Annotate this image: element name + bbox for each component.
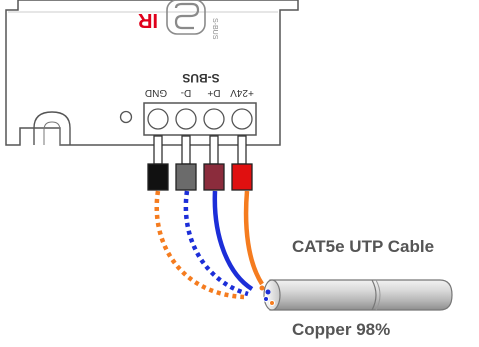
terminal-labels: GND D- D+ +24V — [145, 87, 254, 98]
connector-pin-24v — [237, 135, 247, 165]
connector-sleeve-d-plus — [203, 163, 225, 191]
wire-d-plus-blue — [212, 190, 254, 291]
terminal-screw-d-minus-icon — [175, 108, 197, 130]
wires — [154, 190, 264, 300]
terminal-screw-gnd-icon — [147, 108, 169, 130]
terminal-screw-24v-icon — [231, 108, 253, 130]
connector-sleeve-24v — [231, 163, 253, 191]
terminal-screw-d-plus-icon — [203, 108, 225, 130]
connector-pin-gnd — [153, 135, 163, 165]
wire-connectors — [147, 135, 253, 191]
connector-pin-d-plus — [209, 135, 219, 165]
cable-material-label: Copper 98% — [292, 320, 391, 339]
utp-cable — [259, 279, 453, 311]
wire-gnd-orange-white — [154, 190, 245, 300]
terminal-label-d-minus: D- — [181, 87, 192, 98]
svg-text:S-BUS: S-BUS — [211, 18, 218, 40]
brand-logo-icon: S-BUS — [166, 0, 218, 40]
cable-label: CAT5e UTP Cable — [292, 237, 435, 256]
cable-end-cap — [263, 279, 281, 311]
indicator-hole-icon — [119, 110, 133, 124]
terminal-label-gnd: GND — [145, 87, 167, 98]
wire-24v-orange — [243, 190, 264, 286]
connector-sleeve-gnd — [147, 163, 169, 191]
wire-d-minus-blue-white — [183, 190, 249, 297]
connector-sleeve-d-minus — [175, 163, 197, 191]
terminal-label-d-plus: D+ — [207, 87, 220, 98]
bus-label: S-BUS — [182, 71, 219, 85]
connector-pin-d-minus — [181, 135, 191, 165]
terminal-block — [143, 102, 257, 136]
brand-text: IR — [137, 9, 158, 31]
terminal-label-24v: +24V — [230, 87, 254, 98]
